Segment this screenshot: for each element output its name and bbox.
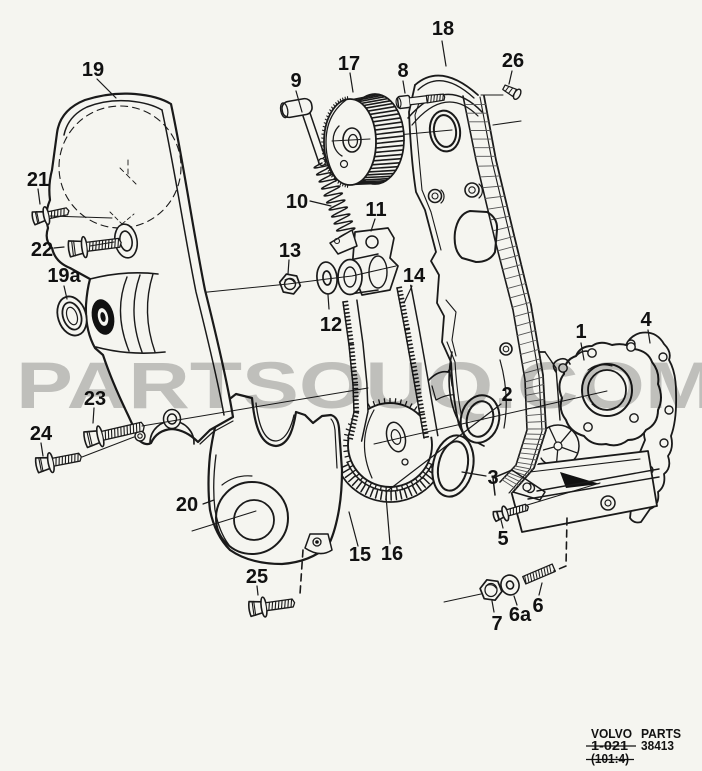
svg-text:17: 17 [338,53,360,75]
svg-text:16: 16 [381,543,403,565]
svg-text:14: 14 [403,265,426,287]
svg-text:13: 13 [279,240,301,262]
svg-text:9: 9 [290,70,301,92]
svg-text:12: 12 [320,314,342,336]
svg-text:15: 15 [349,544,371,566]
svg-text:25: 25 [246,566,268,588]
svg-text:VOLVO: VOLVO [591,726,632,741]
svg-text:20: 20 [176,494,198,516]
svg-text:26: 26 [502,50,524,72]
svg-text:6: 6 [532,595,543,617]
svg-text:5: 5 [497,528,508,550]
svg-text:10: 10 [286,191,308,213]
svg-text:PARTS: PARTS [641,726,681,741]
svg-text:7: 7 [491,613,502,635]
svg-text:PARTSOUQ.COM: PARTSOUQ.COM [16,348,702,422]
svg-text:18: 18 [432,18,454,40]
svg-text:23: 23 [84,388,106,410]
svg-text:24: 24 [30,423,53,445]
svg-text:38413: 38413 [641,738,674,753]
svg-text:11: 11 [365,199,386,221]
svg-text:2: 2 [501,384,512,406]
svg-text:6a: 6a [509,604,532,626]
svg-text:22: 22 [31,239,53,261]
svg-text:19: 19 [82,59,104,81]
svg-text:1: 1 [575,321,586,343]
svg-text:3: 3 [487,467,498,489]
svg-text:8: 8 [397,60,408,82]
svg-text:21: 21 [27,169,49,191]
svg-text:19a: 19a [47,265,81,287]
svg-text:4: 4 [640,309,652,331]
svg-text:(101:4): (101:4) [591,751,629,766]
